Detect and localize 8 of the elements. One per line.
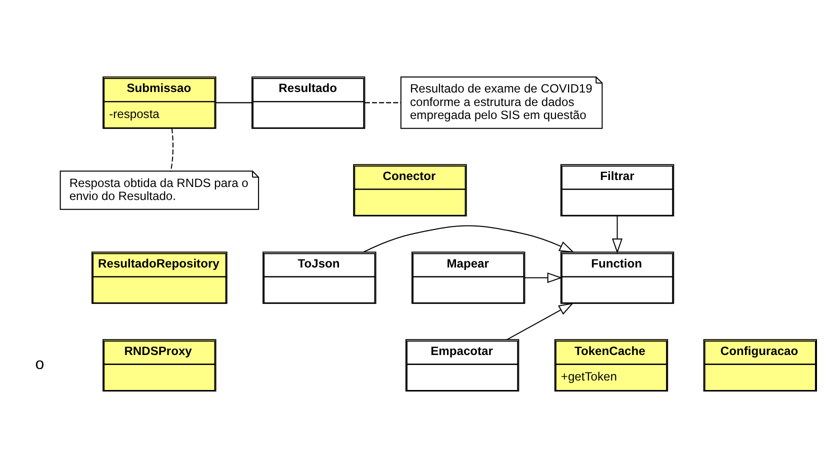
label: o xyxy=(35,355,44,374)
arrow xyxy=(363,225,574,253)
connector xyxy=(170,128,174,172)
arrow xyxy=(506,302,574,340)
arrow xyxy=(524,272,562,284)
arrow xyxy=(612,216,623,254)
connector xyxy=(364,102,401,104)
connector xyxy=(216,102,252,104)
